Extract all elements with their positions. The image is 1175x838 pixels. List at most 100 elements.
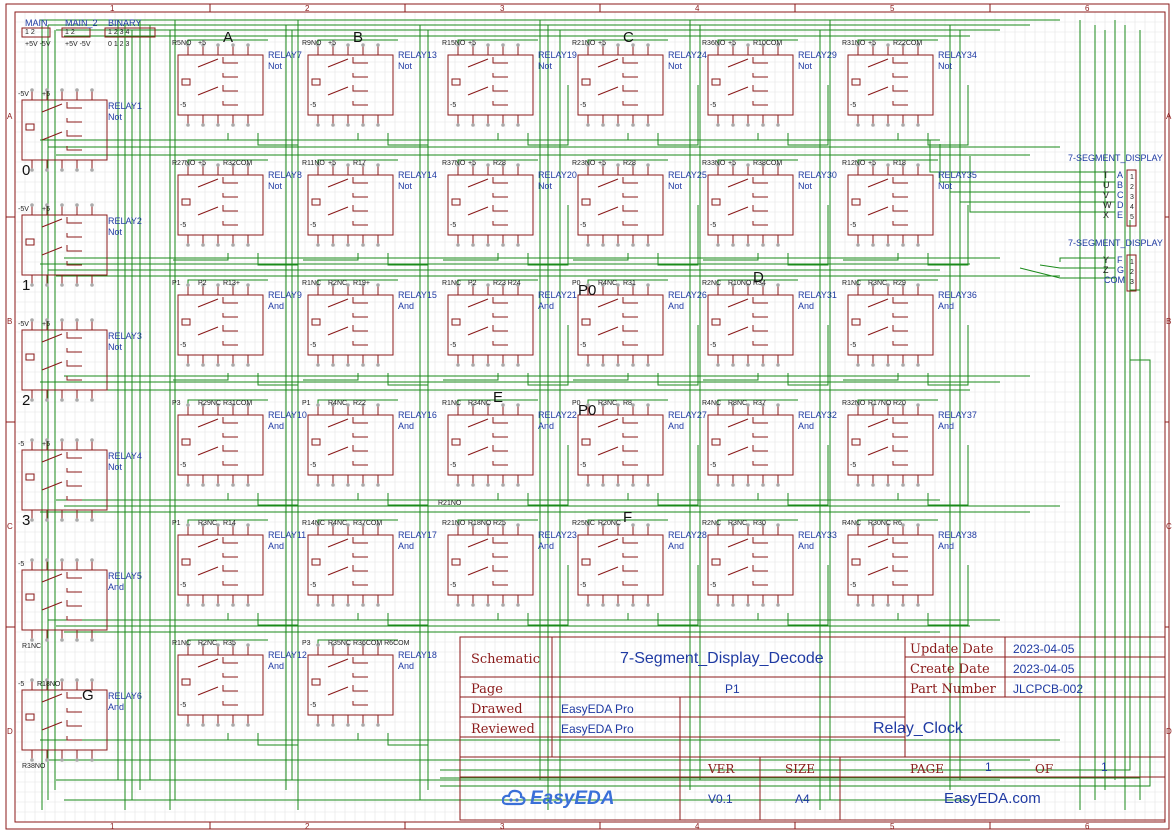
wire: [387, 325, 429, 386]
relay-contact: [327, 418, 349, 428]
relay-name: RELAY20: [538, 170, 577, 180]
relay-contact: [492, 73, 508, 78]
pin-end: [631, 483, 635, 487]
relay-contact: [597, 446, 619, 456]
relay-contact: [752, 73, 768, 78]
pin-end: [776, 603, 780, 607]
relay-contact: [867, 566, 889, 576]
zone-col-label: 4: [695, 822, 700, 831]
pin-label: +5: [198, 160, 206, 167]
relay-contact: [727, 566, 749, 576]
pin-end: [361, 523, 365, 527]
relay-contact: [867, 86, 889, 96]
big-label: C: [623, 29, 634, 46]
connector-nets: +5V -5V: [65, 41, 91, 48]
relay-contact: [622, 553, 638, 558]
pin-end: [186, 43, 190, 47]
pin-end: [361, 723, 365, 727]
relay-contact: [41, 601, 63, 611]
pin-end: [586, 603, 590, 607]
big-label: A: [223, 29, 234, 46]
pin-label: -5V: [18, 206, 29, 213]
pin-end: [886, 43, 890, 47]
pin-end: [30, 678, 34, 682]
pin-end: [916, 403, 920, 407]
relay-contact: [467, 86, 489, 96]
pin-end: [631, 43, 635, 47]
pin-end: [346, 603, 350, 607]
wire: [573, 373, 629, 381]
relay-body: [707, 414, 794, 476]
pin-end: [186, 363, 190, 367]
relay-contact: [597, 58, 619, 68]
pin-end: [30, 88, 34, 92]
wire: [573, 253, 629, 261]
pin-end: [471, 123, 475, 127]
wire: [959, 152, 1115, 203]
relay-relay33: [707, 523, 794, 607]
relay-contact: [66, 600, 82, 607]
relay-body: [21, 449, 108, 511]
relay-body: [307, 414, 394, 476]
pin-end: [316, 123, 320, 127]
pin-end: [901, 123, 905, 127]
relay-contact: [622, 57, 638, 64]
relay-relay32: [707, 403, 794, 487]
pin-end: [361, 123, 365, 127]
pin-end: [186, 643, 190, 647]
pin-end: [616, 603, 620, 607]
pin-end: [761, 163, 765, 167]
pin-end: [231, 363, 235, 367]
pin-end: [871, 43, 875, 47]
relay-contact: [66, 102, 82, 109]
pin-end: [776, 363, 780, 367]
relay-contact: [892, 85, 908, 92]
relay-type: And: [938, 301, 955, 311]
relay-name: RELAY32: [798, 410, 837, 420]
relay-type: Not: [268, 181, 283, 191]
pin-end: [776, 163, 780, 167]
relay-contact: [352, 57, 368, 64]
relay-contact: [492, 325, 508, 332]
page-of-label: PAGE: [910, 762, 944, 776]
wire: [703, 613, 759, 621]
pin-end: [186, 603, 190, 607]
pin-label: -5: [450, 582, 457, 589]
pin-number: 1: [1130, 174, 1134, 181]
wire: [387, 685, 429, 746]
pin-label: R28: [623, 160, 636, 167]
relay-contact: [41, 721, 63, 731]
wire: [257, 445, 299, 506]
pin-end: [231, 243, 235, 247]
wire: [657, 205, 699, 266]
pin-end: [601, 523, 605, 527]
relay-type: Not: [108, 227, 123, 237]
big-label: D: [753, 269, 764, 286]
relay-contact: [327, 566, 349, 576]
pin-end: [856, 403, 860, 407]
pin-end: [916, 243, 920, 247]
zone-col-label: 3: [500, 822, 505, 831]
site-url: EasyEDA.com: [944, 790, 1041, 807]
big-label: E: [493, 389, 504, 406]
wire: [303, 133, 359, 141]
relay-relay8: [177, 163, 264, 247]
pin-end: [746, 283, 750, 287]
relay-contact: [622, 325, 638, 332]
pin-end: [316, 603, 320, 607]
relay-contact: [492, 417, 508, 424]
relay-name: RELAY35: [938, 170, 977, 180]
wire: [787, 85, 829, 146]
pin-end: [316, 283, 320, 287]
relay-contact: [892, 325, 908, 332]
relay-contact: [892, 341, 908, 346]
relay-contact: [597, 538, 619, 548]
relay-contact: [41, 573, 63, 583]
display-name: 7-SEGMENT_DISPLAY: [1068, 238, 1163, 248]
pin-label: P3: [172, 400, 181, 407]
relay-contact: [597, 418, 619, 428]
wire: [1019, 267, 1115, 279]
relay-relay36: [847, 283, 934, 367]
pin-end: [716, 243, 720, 247]
